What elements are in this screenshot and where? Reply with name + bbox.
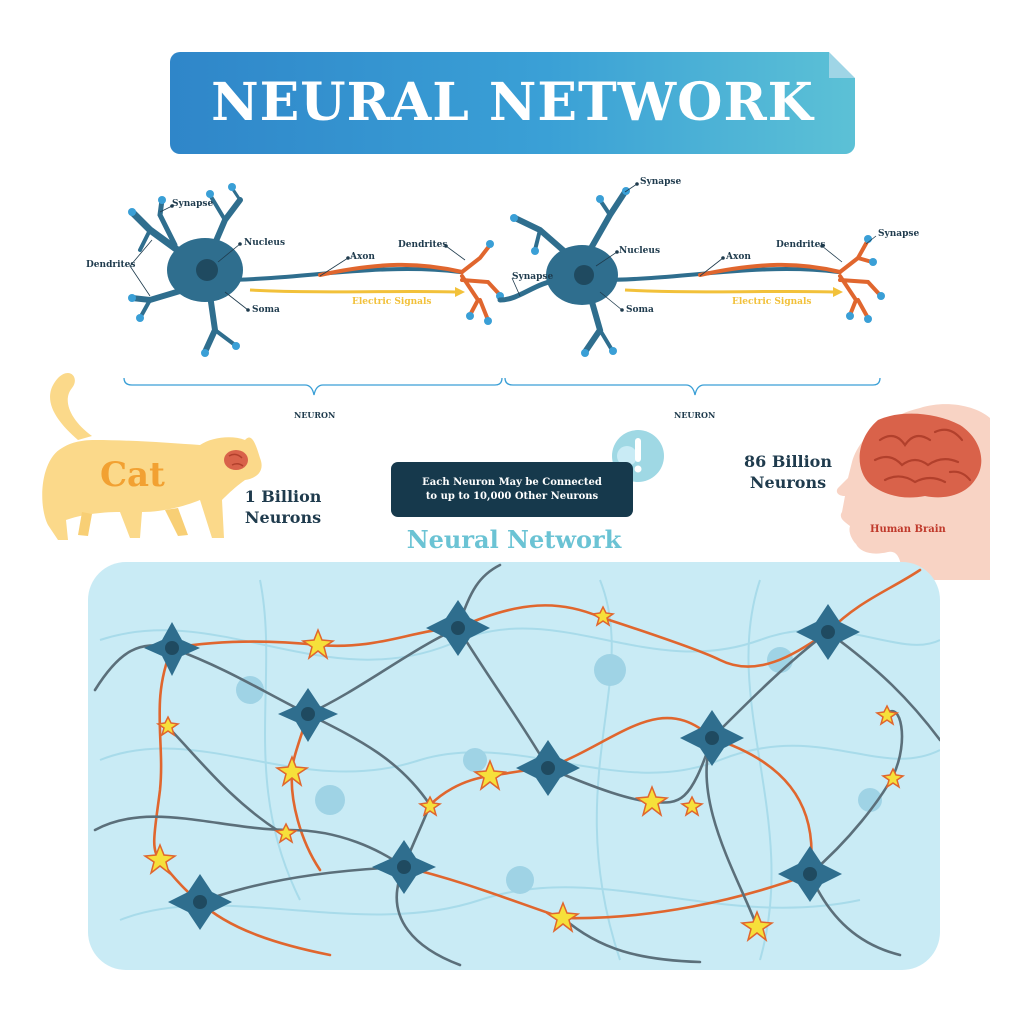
neuron1-synapse-label: Synapse (172, 199, 214, 209)
neuron1-nucleus-label: Nucleus (244, 238, 286, 248)
neuron2-caption: NEURON (674, 410, 716, 420)
title-banner: NEURAL NETWORK (170, 52, 855, 154)
neuron1-dendrites-label: Dendrites (86, 260, 136, 270)
neuron-diagram-1 (123, 183, 504, 396)
note-line1: Each Neuron May be Connected (422, 476, 602, 488)
connection-note-box: Each Neuron May be Connected to up to 10… (391, 462, 633, 517)
neuron2-nucleus-label: Nucleus (619, 246, 661, 256)
page-title: NEURAL NETWORK (211, 72, 814, 133)
note-line2: to up to 10,000 Other Neurons (425, 490, 599, 502)
network-title: Neural Network (406, 525, 622, 554)
neuron-brace-2 (504, 377, 881, 396)
cat-illustration (42, 372, 262, 540)
neural-network-panel (88, 562, 940, 970)
neuron1-soma-label: Soma (252, 305, 280, 315)
synapse-sparks (142, 605, 906, 942)
human-neuron-count: 86 Billion Neurons (738, 451, 838, 493)
human-brain-label: Human Brain (870, 524, 946, 535)
neuron1-axon-label: Axon (350, 252, 375, 262)
neuron1-electric-signals-label: Electric Signals (352, 297, 432, 307)
neuron2-electric-signals-label: Electric Signals (732, 297, 812, 307)
neuron1-dendrites-right-label: Dendrites (398, 240, 448, 250)
human-count-line1: 86 Billion (744, 452, 832, 471)
cat-count-line1: 1 Billion (244, 487, 322, 506)
neuron1-caption: NEURON (294, 410, 336, 420)
cat-neuron-count: 1 Billion Neurons (238, 486, 328, 528)
neuron2-dendrites-right-label: Dendrites (776, 240, 826, 250)
neuron-brace-1 (123, 377, 503, 396)
neuron2-synapse-top-label: Synapse (640, 177, 682, 187)
cat-label: Cat (100, 455, 165, 495)
neuron2-synapse-left-label: Synapse (512, 272, 554, 282)
cat-count-line2: Neurons (244, 508, 322, 527)
neuron2-synapse-right-label: Synapse (878, 229, 920, 239)
neuron-diagram-2 (497, 182, 885, 396)
human-count-line2: Neurons (749, 473, 827, 492)
human-head-illustration (836, 404, 990, 580)
network-neurons (144, 600, 860, 930)
banner-fold-corner (829, 52, 855, 78)
neuron2-soma-label: Soma (626, 305, 654, 315)
neuron2-axon-label: Axon (726, 252, 751, 262)
